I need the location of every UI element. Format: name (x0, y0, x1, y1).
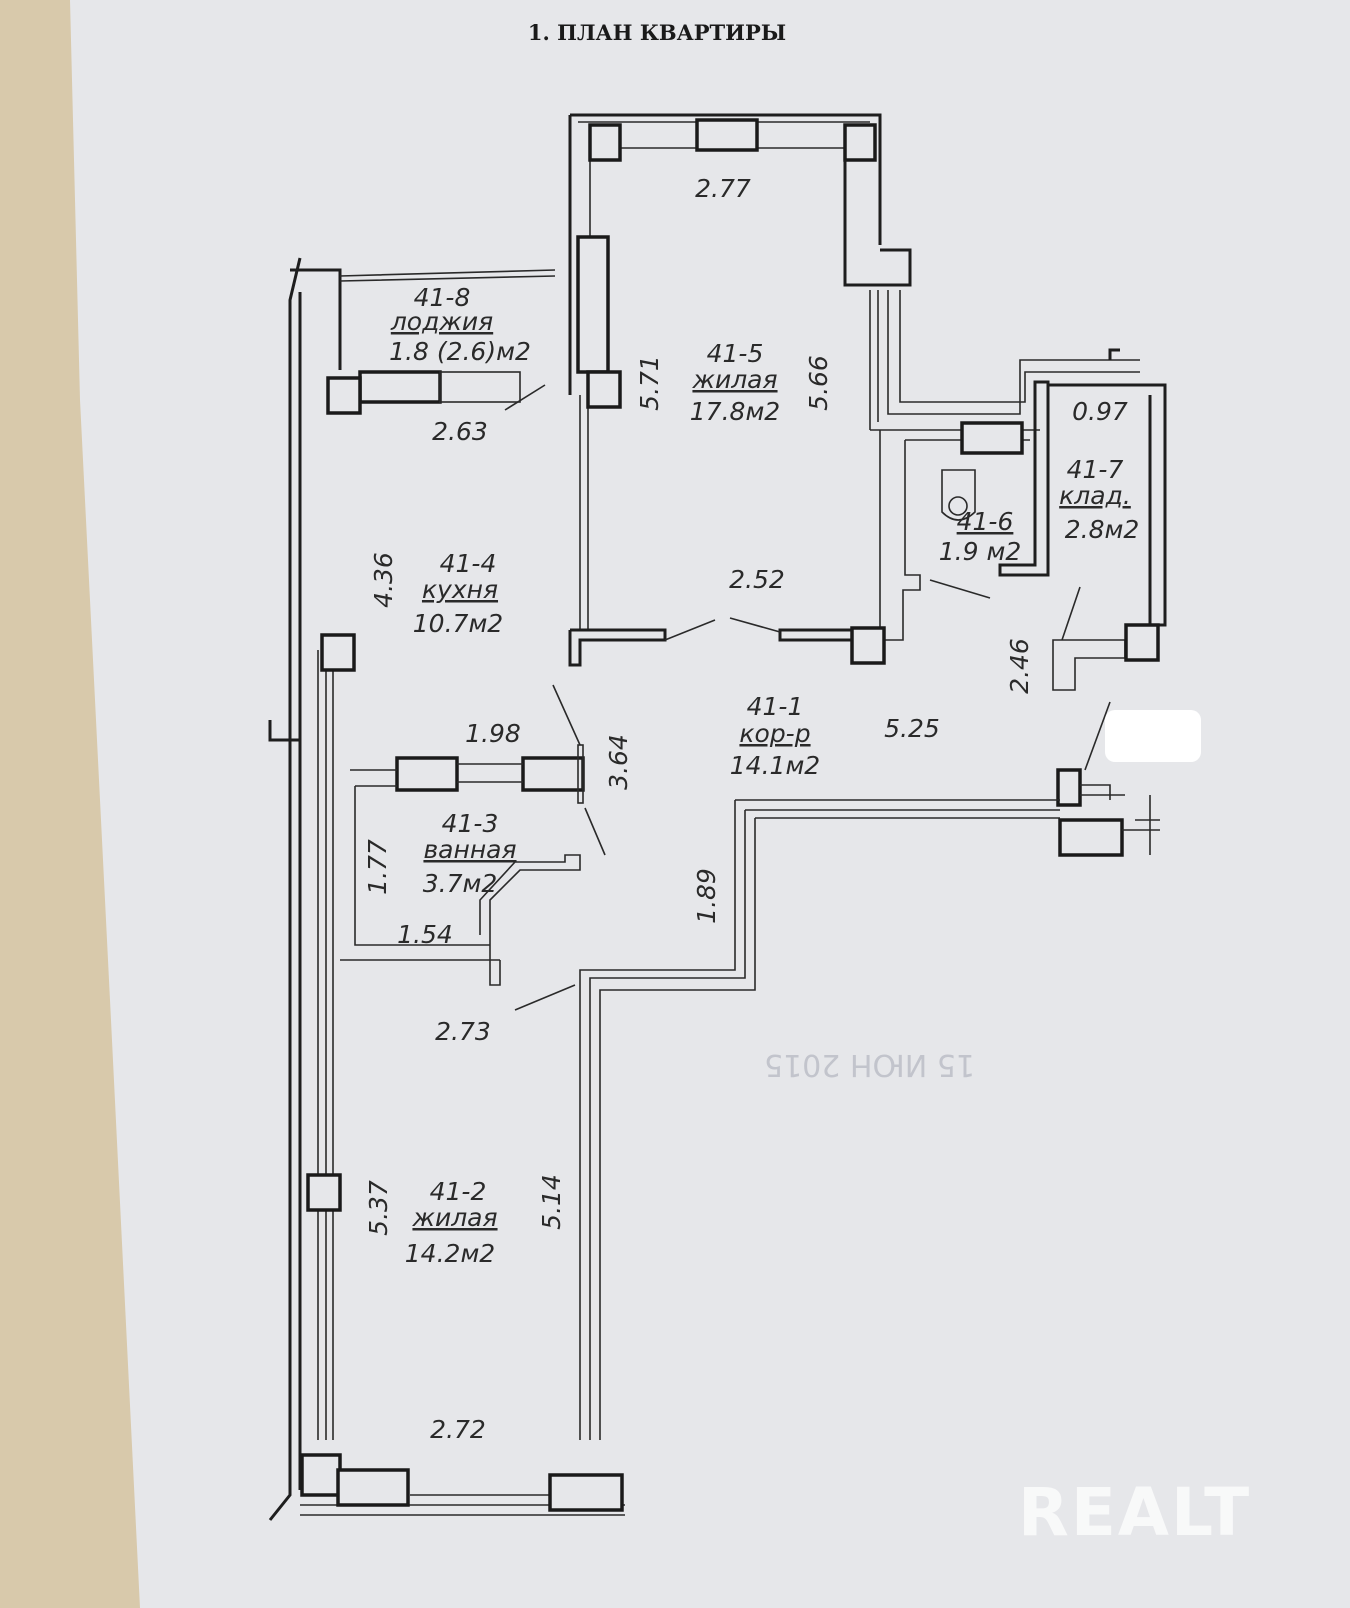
paper-sheet (70, 0, 1350, 1608)
svg-text:10.7м2: 10.7м2 (413, 609, 503, 638)
dimension-labels: 2.77 2.63 5.71 5.66 0.97 4.36 2.52 2.46 … (363, 174, 1128, 1444)
svg-text:41-5: 41-5 (707, 339, 764, 368)
plan-title: 1. ПЛАН КВАРТИРЫ (528, 20, 786, 45)
svg-text:5.66: 5.66 (804, 355, 833, 411)
room-41-3: 41-3 ванная 3.7м2 (423, 809, 517, 898)
room-41-4: 41-4 кухня 10.7м2 (413, 549, 503, 638)
svg-text:1.8 (2.6)м2: 1.8 (2.6)м2 (389, 337, 531, 366)
svg-text:41-4: 41-4 (440, 549, 497, 578)
svg-text:жилая: жилая (411, 1203, 497, 1232)
svg-text:5.71: 5.71 (635, 355, 664, 411)
room-41-7: 41-7 клад. 2.8м2 (1059, 455, 1139, 544)
svg-text:5.14: 5.14 (537, 1174, 566, 1230)
svg-text:41-2: 41-2 (430, 1177, 487, 1206)
svg-text:лоджия: лоджия (390, 307, 493, 336)
svg-text:2.72: 2.72 (430, 1415, 486, 1444)
svg-text:2.52: 2.52 (729, 565, 785, 594)
svg-text:кор-р: кор-р (739, 719, 810, 748)
svg-text:1.89: 1.89 (692, 868, 721, 924)
svg-text:3.7м2: 3.7м2 (423, 869, 498, 898)
svg-text:14.1м2: 14.1м2 (730, 751, 820, 780)
svg-text:0.97: 0.97 (1072, 397, 1128, 426)
svg-text:1.77: 1.77 (363, 839, 392, 895)
svg-text:41-6: 41-6 (957, 507, 1014, 536)
svg-text:41-3: 41-3 (442, 809, 499, 838)
svg-text:2.63: 2.63 (432, 417, 488, 446)
realt-watermark: REALT (1018, 1474, 1251, 1551)
room-41-8: 41-8 лоджия 1.8 (2.6)м2 (389, 283, 531, 366)
redaction-box (1105, 710, 1201, 762)
svg-text:2.73: 2.73 (435, 1017, 491, 1046)
svg-text:41-7: 41-7 (1067, 455, 1124, 484)
room-41-1: 41-1 кор-р 14.1м2 (730, 692, 820, 780)
svg-text:жилая: жилая (691, 365, 777, 394)
room-41-2: 41-2 жилая 14.2м2 (405, 1177, 498, 1268)
svg-text:41-1: 41-1 (747, 692, 804, 721)
svg-text:14.2м2: 14.2м2 (405, 1239, 495, 1268)
svg-text:2.8м2: 2.8м2 (1065, 515, 1140, 544)
svg-text:2.77: 2.77 (695, 174, 751, 203)
svg-text:ванная: ванная (423, 835, 516, 864)
svg-text:17.8м2: 17.8м2 (690, 397, 780, 426)
svg-text:3.64: 3.64 (604, 734, 633, 790)
room-41-6: 41-6 1.9 м2 (939, 507, 1021, 566)
svg-text:5.25: 5.25 (884, 714, 940, 743)
walls (268, 113, 1167, 1521)
date-stamp: 15 ИЮН 2015 (764, 1047, 975, 1082)
svg-text:2.46: 2.46 (1005, 638, 1034, 694)
svg-text:1.98: 1.98 (465, 719, 521, 748)
svg-text:5.37: 5.37 (364, 1180, 393, 1236)
svg-text:1.54: 1.54 (397, 920, 453, 949)
svg-text:клад.: клад. (1059, 481, 1131, 510)
svg-text:кухня: кухня (422, 575, 498, 604)
svg-text:1.9 м2: 1.9 м2 (939, 537, 1021, 566)
svg-text:41-8: 41-8 (414, 283, 471, 312)
room-41-5: 41-5 жилая 17.8м2 (690, 339, 780, 426)
svg-text:4.36: 4.36 (369, 552, 398, 608)
